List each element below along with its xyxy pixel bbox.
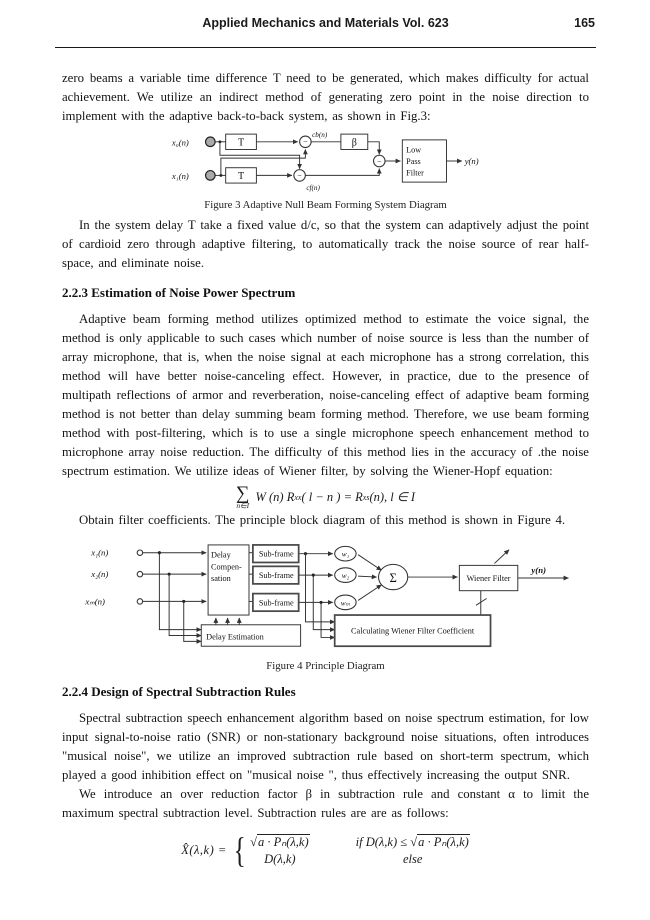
fig3-delay-box-top: T <box>224 133 257 150</box>
eq2-cases: √a · Pₙ(λ,k) if D(λ,k) ≤ √a · Pₙ(λ,k) D(… <box>250 833 470 867</box>
fig3-input-bottom: x₁(n) <box>170 170 216 181</box>
eq1-sub1: xx <box>294 492 302 502</box>
eq1-term1: W (n) R <box>255 489 295 504</box>
header-rule <box>55 47 596 48</box>
eq2-case1: √a · Pₙ(λ,k) <box>250 833 310 849</box>
fig4-delay-compensation-box: Delay Compen- sation <box>207 544 250 616</box>
fig3-subtractor-bottom: − <box>292 169 306 182</box>
figure3-diagram: x₀(n) T <box>170 131 478 192</box>
fig4-wiener-filter-box: Wiener Filter <box>458 564 519 592</box>
sum-operator: ∑ n∈I <box>235 483 250 510</box>
eq1-term3: (n), l ∈ I <box>369 490 416 504</box>
eq2-lhs: X̂(λ,k) = <box>181 842 227 857</box>
fig3-input-top: x₀(n) <box>170 136 216 148</box>
section-heading-224: 2.2.4 Design of Spectral Subtraction Rul… <box>62 684 296 699</box>
paragraph-spectral: Spectral subtraction speech enhancement … <box>62 711 589 782</box>
figure4: x₁(n) x₂(n) xₘ(n) <box>62 542 589 659</box>
fig4-weight-nodes: w₁ w₂ wₘ <box>334 545 357 611</box>
fig3-minus1: − <box>303 138 308 147</box>
fig4-sigma-label: Σ <box>389 571 396 585</box>
eq1-sub2: xs <box>362 492 370 502</box>
fig4-de-label: Delay Estimation <box>206 632 264 641</box>
journal-title: Applied Mechanics and Materials Vol. 623 <box>202 16 449 30</box>
fig3-x1-label: x₁(n) <box>170 171 188 181</box>
fig4-connector-lines <box>142 549 569 644</box>
figure3-caption: Figure 3 Adaptive Null Beam Forming Syst… <box>204 199 447 211</box>
paragraph-system-delay: In the system delay T take a fixed value… <box>62 218 589 270</box>
fig4-w1-label: w₁ <box>342 550 350 559</box>
fig3-lowpass-box: Low Pass Filter <box>401 139 447 183</box>
fig3-T1-label: T <box>237 138 243 149</box>
input-terminal-icon <box>136 598 144 605</box>
fig3-summing-junction: − <box>372 154 386 168</box>
fig4-subframe2-label: Sub-frame <box>259 571 294 580</box>
fig3-beta-label: β <box>351 138 356 149</box>
fig3-minus3: − <box>376 157 381 166</box>
fig4-subframe3-label: Sub-frame <box>259 598 294 607</box>
fig4-input-labels: x₁(n) x₂(n) xₘ(n) <box>84 548 144 606</box>
eq2-brace: { <box>233 830 246 870</box>
fig3-output-label: y(n) <box>463 156 478 166</box>
fig3-cb-label: cb(n) <box>312 131 328 139</box>
fig4-sigma-node: Σ <box>377 563 409 591</box>
fig4-xm-label: xₘ(n) <box>84 596 105 606</box>
fig4-delay-estimation-box: Delay Estimation <box>200 624 302 647</box>
paragraph-intro: zero beams a variable time difference T … <box>62 71 589 123</box>
figure3: x₀(n) T <box>62 129 589 198</box>
fig3-lpf-line2: Pass <box>406 157 421 166</box>
microphone-icon <box>204 136 216 148</box>
fig3-connector-lines <box>214 139 462 178</box>
fig3-cf-label: cf(n) <box>306 184 320 192</box>
page-number: 165 <box>574 16 595 30</box>
fig4-dc-line2: Compen- <box>211 562 242 571</box>
paragraph-adaptive: Adaptive beam forming method utilizes op… <box>62 312 589 478</box>
fig4-x2-label: x₂(n) <box>90 569 108 579</box>
input-terminal-icon <box>136 570 144 578</box>
fig3-subtractor-top: − <box>298 135 312 149</box>
paragraph-obtain: Obtain filter coefficients. The principl… <box>79 513 566 527</box>
fig3-lpf-line1: Low <box>406 145 421 154</box>
fig4-subframe-boxes: Sub-frame Sub-frame Sub-frame <box>252 544 300 613</box>
fig4-dc-line1: Delay <box>211 551 232 560</box>
eq2-cond1: if D(λ,k) ≤ √a · Pₙ(λ,k) <box>355 833 470 849</box>
eq1-term2: ( l − n ) = R <box>301 489 363 504</box>
eq2-case2: D(λ,k) <box>264 851 296 866</box>
fig3-minus2: − <box>297 171 302 180</box>
fig4-calc-box: Calculating Wiener Filter Coefficient <box>333 614 492 648</box>
fig4-w2-label: w₂ <box>342 571 350 580</box>
figure4-diagram: x₁(n) x₂(n) xₘ(n) <box>84 544 569 648</box>
fig3-beta-box: β <box>339 133 368 150</box>
fig4-dc-line3: sation <box>211 574 231 583</box>
input-terminal-icon <box>136 549 144 556</box>
fig4-output-label: y(n) <box>530 565 546 575</box>
fig4-x1-label: x₁(n) <box>90 548 108 558</box>
page-header: Applied Mechanics and Materials Vol. 623… <box>62 16 595 36</box>
fig4-subframe1-label: Sub-frame <box>259 550 294 559</box>
eq2-cond2: else <box>402 851 423 866</box>
microphone-icon <box>204 170 216 181</box>
fig4-wm-label: wₘ <box>341 598 351 607</box>
fig4-wf-label: Wiener Filter <box>467 574 511 583</box>
section-heading-223: 2.2.3 Estimation of Noise Power Spectrum <box>62 285 296 300</box>
fig3-x0-label: x₀(n) <box>170 138 188 148</box>
fig3-lpf-line3: Filter <box>406 168 424 177</box>
subtraction-rule-equation: X̂(λ,k) = { √a · Pₙ(λ,k) if D(λ,k) ≤ √a … <box>62 830 589 870</box>
fig4-calc-label: Calculating Wiener Filter Coefficient <box>351 627 475 636</box>
figure4-caption: Figure 4 Principle Diagram <box>266 660 385 672</box>
fig3-delay-box-bottom: T <box>224 167 257 184</box>
paragraph-over-reduction: We introduce an over reduction factor β … <box>62 787 589 820</box>
fig3-T2-label: T <box>237 171 243 182</box>
